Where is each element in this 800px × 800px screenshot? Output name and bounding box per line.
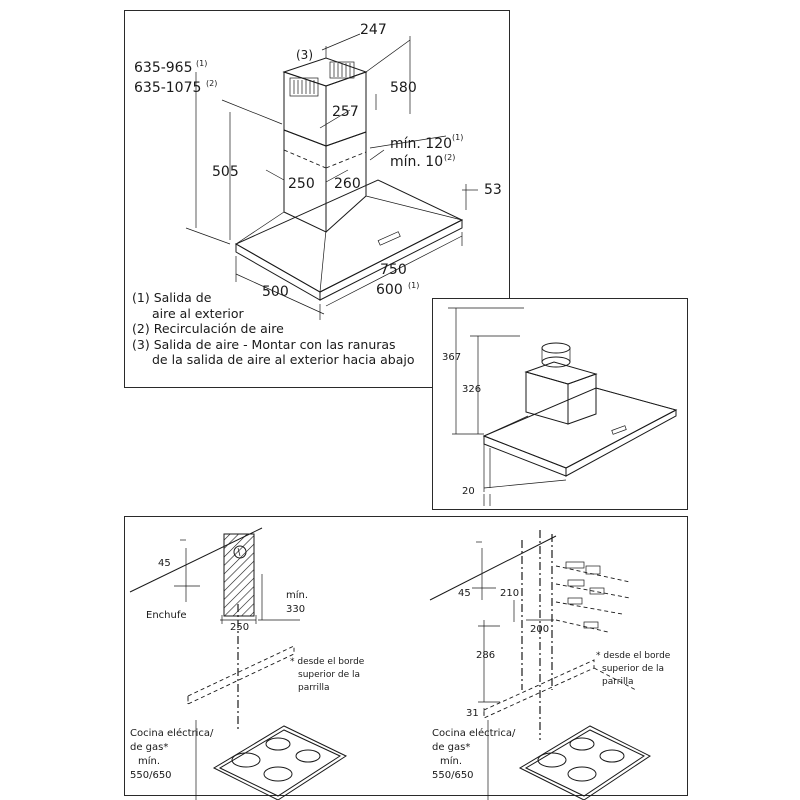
br-cooktop-4: 550/650 (432, 770, 474, 781)
br-note-3: parrilla (602, 677, 634, 687)
bl-cooktop-4: 550/650 (130, 770, 172, 781)
legend-item-2: (2) Recirculación de aire (132, 321, 415, 337)
enchufe-label: Enchufe (146, 610, 187, 621)
br-note-2: superior de la (602, 664, 664, 674)
hood-side-view (448, 307, 678, 506)
legend-item-3: (3) Salida de aire - Montar con las ranu… (132, 337, 415, 353)
vent-slots-icon (289, 61, 355, 97)
dim-257: 257 (332, 104, 359, 120)
bl-cooktop-1: Cocina eléctrica/ (130, 727, 214, 739)
legend-item-1-line2: aire al exterior (152, 305, 244, 321)
install-right (429, 530, 651, 800)
dim-250: 250 (288, 176, 315, 192)
br-cooktop-2: de gas* (432, 742, 470, 753)
legend-item-1-cont: aire al exterior (132, 306, 415, 322)
dim-750: 750 (380, 262, 407, 278)
bl-dim-250: 250 (230, 622, 249, 633)
dim-range-1: 635-965 (134, 60, 193, 76)
legend-item-1: (1) Salida de (132, 290, 415, 306)
br-dim-45: 45 (458, 588, 471, 599)
legend-item-3-line2: de la salida de aire al exterior hacia a… (152, 352, 415, 367)
dim-600-ref: (1) (408, 281, 419, 290)
legend-num-3: (3) (132, 336, 150, 352)
bl-note-2: superior de la (298, 670, 360, 680)
dim-600: 600 (376, 282, 403, 298)
br-dim-31: 31 (466, 708, 479, 719)
dim-range-2-ref: (2) (206, 79, 217, 88)
label-3: (3) (296, 48, 313, 62)
dim-260: 260 (334, 176, 361, 192)
dim-min10-ref: (2) (444, 153, 455, 162)
bl-cooktop-2: de gas* (130, 742, 168, 753)
dim-min120: mín. 120 (390, 136, 452, 152)
legend: (1) Salida de aire al exterior (2) Recir… (132, 290, 415, 368)
br-cooktop-3: mín. (440, 755, 462, 767)
dim-min10: mín. 10 (390, 154, 443, 170)
br-cooktop-1: Cocina eléctrica/ (432, 727, 516, 739)
wall-brackets-icon (555, 561, 631, 633)
legend-num-1: (1) (132, 290, 150, 305)
legend-item-1-line1: Salida de (153, 290, 212, 305)
br-note-1: * desde el borde (596, 651, 671, 661)
bl-min-label: mín. (286, 589, 308, 601)
bl-cooktop-3: mín. (138, 755, 160, 767)
dim-20: 20 (462, 486, 475, 497)
legend-item-3-line1: Salida de aire - Montar con las ranuras (153, 336, 396, 352)
bl-dim-45: 45 (158, 558, 171, 569)
legend-item-3-cont: de la salida de aire al exterior hacia a… (132, 352, 415, 368)
dim-500: 500 (262, 284, 289, 300)
dim-range-2: 635-1075 (134, 80, 201, 96)
dim-367: 367 (442, 352, 461, 363)
dim-505: 505 (212, 164, 239, 180)
legend-item-2-text: Recirculación de aire (153, 321, 284, 336)
side-view-panel (432, 298, 688, 510)
bl-note-3: parrilla (298, 683, 330, 693)
dim-580: 580 (390, 80, 417, 96)
install-left (129, 527, 348, 800)
legend-num-2: (2) (132, 321, 150, 336)
dim-247: 247 (360, 22, 387, 38)
br-dim-200: 200 (530, 624, 549, 635)
br-dim-210: 210 (500, 588, 519, 599)
dim-326: 326 (462, 384, 481, 395)
dim-range-1-ref: (1) (196, 59, 207, 68)
installation-panel (124, 516, 688, 796)
bl-dim-330: 330 (286, 604, 305, 615)
bl-note-1: * desde el borde (290, 657, 365, 667)
br-dim-286: 286 (476, 650, 495, 661)
hood-top-view (185, 33, 478, 320)
dim-53: 53 (484, 182, 502, 198)
dim-min120-ref: (1) (452, 133, 463, 142)
